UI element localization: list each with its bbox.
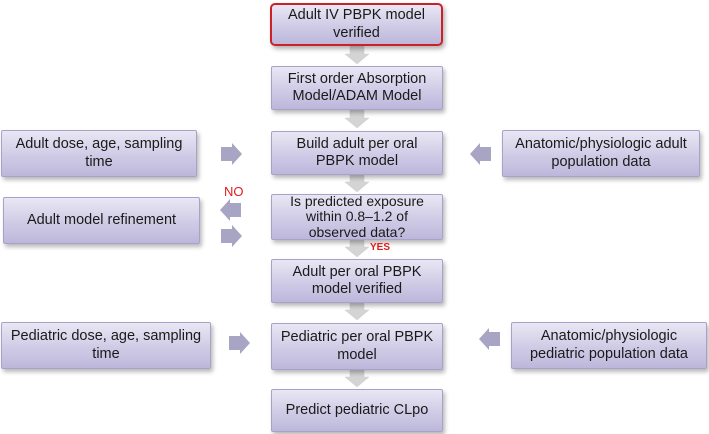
down-arrow-5: [344, 302, 370, 321]
down-arrow-6: [344, 369, 370, 388]
step-label: Build adult per oral PBPK model: [296, 135, 418, 169]
step-pediatric-oral: Pediatric per oral PBPK model: [271, 323, 443, 370]
input-label: Anatomic/physiologic adult population da…: [515, 136, 687, 170]
input-label: Anatomic/physiologic pediatric populatio…: [529, 328, 688, 362]
step-label: Predict pediatric CLpo: [285, 401, 429, 418]
input-model-refinement: Adult model refinement: [3, 197, 200, 244]
left-arrow-pediatric-population: [479, 328, 500, 350]
step-build-adult-oral: Build adult per oral PBPK model: [271, 131, 443, 175]
right-arrow-from-refinement: [221, 225, 242, 247]
input-pediatric-dose: Pediatric dose, age, sampling time: [1, 322, 211, 369]
input-adult-population: Anatomic/physiologic adult population da…: [502, 130, 700, 177]
down-arrow-1: [344, 45, 370, 65]
left-arrow-to-refinement: [220, 199, 241, 221]
input-adult-dose: Adult dose, age, sampling time: [1, 130, 197, 177]
down-arrow-2: [344, 109, 370, 129]
step-label: Adult IV PBPK model verified: [287, 7, 425, 41]
step-label: Pediatric per oral PBPK model: [280, 329, 434, 363]
step-label: Is predicted exposure within 0.8–1.2 of …: [290, 192, 424, 240]
step-decision-exposure: Is predicted exposure within 0.8–1.2 of …: [271, 192, 443, 240]
right-arrow-pediatric-dose: [229, 332, 250, 354]
input-label: Adult dose, age, sampling time: [15, 136, 183, 170]
decision-no-label: NO: [224, 184, 244, 199]
right-arrow-adult-dose: [221, 143, 242, 165]
down-arrow-4: [344, 239, 370, 258]
input-label: Adult model refinement: [26, 211, 177, 228]
input-pediatric-population: Anatomic/physiologic pediatric populatio…: [511, 322, 707, 369]
input-label: Pediatric dose, age, sampling time: [10, 328, 202, 362]
step-adult-iv-verified: Adult IV PBPK model verified: [270, 3, 443, 46]
left-arrow-adult-population: [470, 143, 491, 165]
step-predict-clpo: Predict pediatric CLpo: [271, 389, 443, 432]
down-arrow-3: [344, 174, 370, 193]
step-label: Adult per oral PBPK model verified: [292, 263, 422, 297]
step-label: First order Absorption Model/ADAM Model: [287, 70, 427, 104]
step-adult-oral-verified: Adult per oral PBPK model verified: [271, 259, 443, 303]
step-absorption-model: First order Absorption Model/ADAM Model: [271, 66, 443, 110]
decision-yes-label: YES: [370, 242, 391, 253]
